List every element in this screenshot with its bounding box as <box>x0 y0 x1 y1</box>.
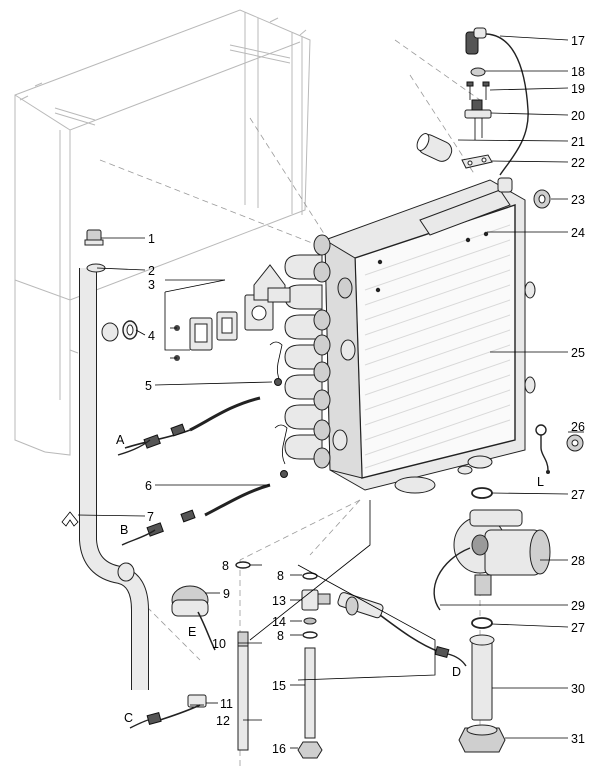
connector-C: C <box>124 711 133 725</box>
clip-part-11 <box>187 694 207 708</box>
connector-L: L <box>537 475 544 489</box>
connector-letters: A B C D E L <box>116 433 544 725</box>
callout-11: 11 <box>220 697 233 711</box>
heat-exchanger <box>324 177 536 494</box>
callout-17: 17 <box>571 34 585 48</box>
cable-C <box>129 704 201 729</box>
callout-10: 10 <box>212 637 226 651</box>
seal-part-27-lower <box>471 617 493 629</box>
gasket-part-22 <box>461 154 493 169</box>
callout-labels: 1 2 3 4 5 6 7 8 9 10 11 12 8 13 14 8 15 … <box>145 34 585 756</box>
callout-27-lower: 27 <box>571 621 585 635</box>
callout-6: 6 <box>145 479 152 493</box>
leader-lines <box>77 35 584 749</box>
callout-2: 2 <box>148 264 155 278</box>
cap-part-1 <box>84 229 104 246</box>
earth-lead-part-26 <box>535 424 584 474</box>
callout-25: 25 <box>571 346 585 360</box>
connector-B: B <box>120 523 128 537</box>
callout-21: 21 <box>571 135 585 149</box>
screws-part-19 <box>466 81 490 100</box>
callout-13: 13 <box>272 594 286 608</box>
sight-glass-kit-part-3 <box>170 264 291 361</box>
callout-23: 23 <box>571 193 585 207</box>
callout-24: 24 <box>571 226 585 240</box>
callout-31: 31 <box>571 732 585 746</box>
callout-9: 9 <box>223 587 230 601</box>
nut-part-23 <box>533 189 551 209</box>
connector-A: A <box>116 433 125 447</box>
callout-8-lower: 8 <box>277 629 284 643</box>
callout-12: 12 <box>216 714 230 728</box>
inspection-tube-part-21 <box>416 133 453 162</box>
valve-assembly-part-13 <box>301 572 467 667</box>
callout-30: 30 <box>571 682 585 696</box>
callout-8-upper: 8 <box>277 569 284 583</box>
connector-E: E <box>188 625 196 639</box>
seal-part-4 <box>122 320 138 340</box>
callout-8-left: 8 <box>222 559 229 573</box>
water-connection-bends <box>284 234 331 469</box>
callout-3: 3 <box>148 278 155 292</box>
return-pipe-part-2 <box>79 263 149 690</box>
heat-exchanger-fins <box>364 224 511 469</box>
callout-28: 28 <box>571 554 585 568</box>
grommet-part-18 <box>470 67 486 77</box>
pipe-part-30 <box>469 634 495 721</box>
connector-D: D <box>452 665 461 679</box>
clip-part-7 <box>61 511 79 527</box>
callout-7: 7 <box>147 510 154 524</box>
callout-1: 1 <box>148 232 155 246</box>
pump-cable-part-29 <box>433 547 471 611</box>
union-nut-part-31 <box>458 724 506 753</box>
callout-5: 5 <box>145 379 152 393</box>
ignition-cable-part-17 <box>465 27 529 176</box>
ignition-electrode-part-20 <box>464 99 492 140</box>
drain-pipe-part-12 <box>235 561 251 751</box>
pump-part-28 <box>453 509 551 596</box>
callout-22: 22 <box>571 156 585 170</box>
pipe-part-15 <box>304 647 316 739</box>
bracket-lines <box>249 500 436 681</box>
callout-27-upper: 27 <box>571 488 585 502</box>
seal-part-27-upper <box>471 487 493 499</box>
callout-4: 4 <box>148 329 155 343</box>
callout-14: 14 <box>272 615 286 629</box>
callout-20: 20 <box>571 109 585 123</box>
boiler-casing-outline <box>14 9 311 456</box>
callout-16: 16 <box>272 742 286 756</box>
callout-15: 15 <box>272 679 286 693</box>
pressure-sensor-part-9 <box>171 585 216 651</box>
callout-26: 26 <box>571 420 585 434</box>
nut-part-16 <box>297 741 323 759</box>
callout-29: 29 <box>571 599 585 613</box>
sensor-part-5 <box>117 341 283 456</box>
callout-19: 19 <box>571 82 585 96</box>
callout-18: 18 <box>571 65 585 79</box>
sensor-part-6 <box>121 424 288 546</box>
